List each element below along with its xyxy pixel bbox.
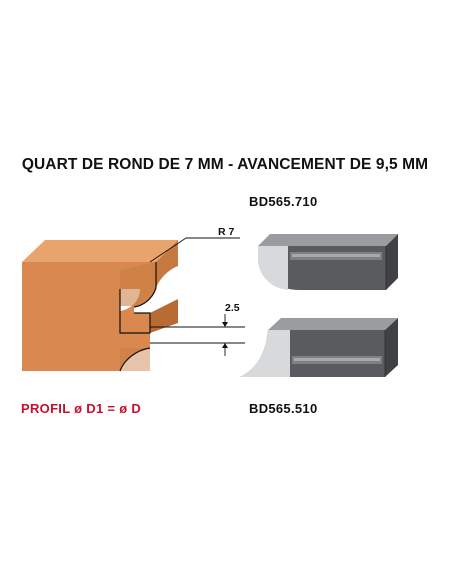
radius-label: R 7 bbox=[218, 226, 235, 238]
radius-leader bbox=[149, 237, 240, 263]
groove-outline bbox=[119, 289, 151, 334]
quarter-round-outline bbox=[133, 262, 157, 308]
wood-workpiece bbox=[22, 240, 178, 372]
reference-top-cutter: BD565.710 bbox=[249, 194, 318, 209]
wood-groove-side bbox=[150, 299, 178, 333]
wood-profile-side bbox=[156, 240, 178, 288]
wood-front-face bbox=[22, 262, 156, 371]
reference-bottom-cutter: BD565.510 bbox=[249, 401, 318, 416]
dimension-lines bbox=[150, 314, 245, 356]
wood-top-face bbox=[22, 240, 178, 262]
profile-label: PROFIL ø D1 = ø D bbox=[21, 401, 142, 416]
lower-round-shade bbox=[120, 348, 150, 371]
lower-round-outline bbox=[119, 347, 151, 372]
top-cutter bbox=[258, 234, 398, 290]
bottom-cutter bbox=[240, 318, 398, 377]
quarter-round-shade bbox=[120, 262, 156, 306]
diagram-title: QUART DE ROND DE 7 MM - AVANCEMENT DE 9,… bbox=[21, 156, 429, 173]
offset-dimension-label: 2.5 bbox=[225, 302, 240, 314]
